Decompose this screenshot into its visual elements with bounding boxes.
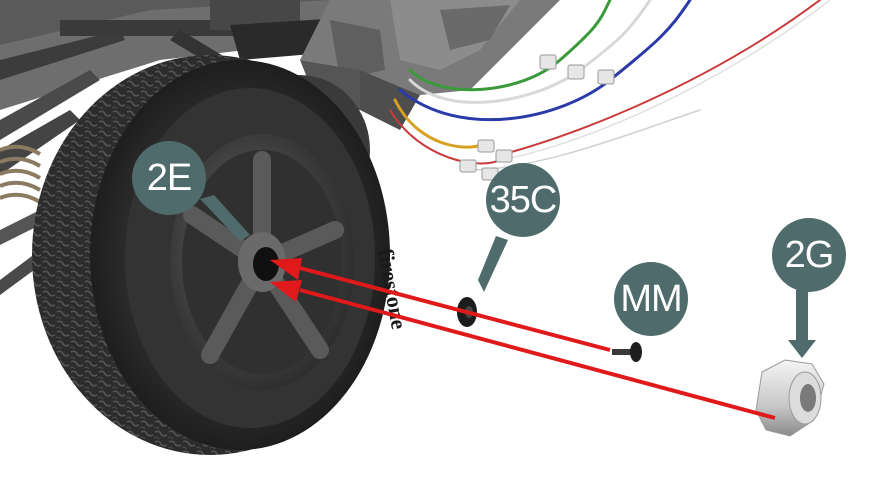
callout-2e-pointer <box>200 195 250 241</box>
callout-35c: 35C <box>486 163 560 237</box>
callout-2e: 2E <box>132 141 206 215</box>
wheel-rim <box>170 134 354 390</box>
callout-2g: 2G <box>772 218 846 292</box>
assembly-arrows <box>270 258 776 420</box>
hex-nut-2g <box>755 359 825 437</box>
callout-mm: MM <box>614 262 688 336</box>
callout-2g-pointer <box>788 290 816 358</box>
engine-housing <box>300 0 560 130</box>
axle-hole <box>253 247 279 281</box>
screw-mm <box>612 342 642 362</box>
callout-35c-pointer <box>478 236 508 292</box>
